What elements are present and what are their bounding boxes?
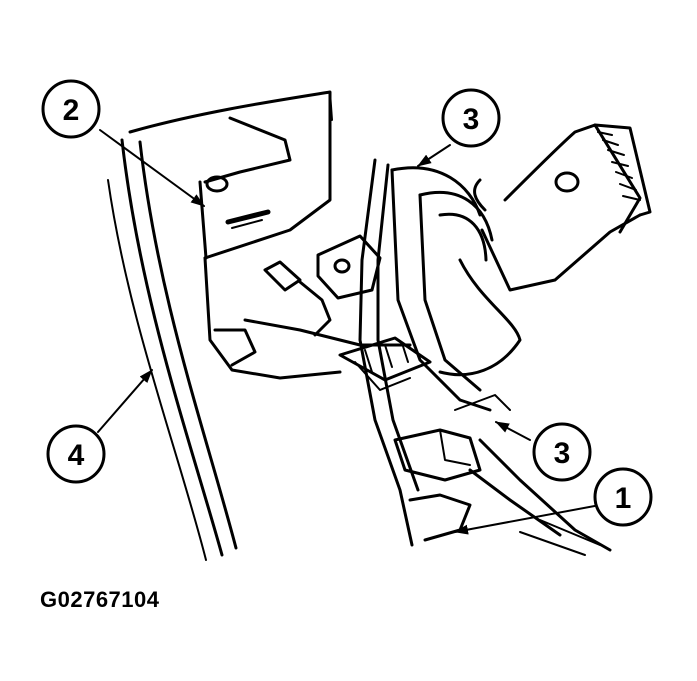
mounting-bracket	[243, 234, 432, 391]
callout-3-upper-label: 3	[463, 103, 480, 136]
leader-arrow-3-lower	[495, 421, 531, 441]
leader-arrow-3-upper	[417, 144, 451, 167]
callout-3-lower-label: 3	[554, 437, 571, 470]
callout-1: 1	[593, 467, 653, 527]
steering-column-shroud	[358, 158, 612, 556]
leader-arrow-4	[97, 369, 153, 433]
callout-3-upper: 3	[441, 88, 501, 148]
callout-1-label: 1	[615, 482, 632, 515]
leader-arrow-2	[99, 129, 205, 207]
leader-arrow-1	[454, 504, 601, 535]
callout-3-lower: 3	[532, 422, 592, 482]
callout-4: 4	[46, 424, 106, 484]
callout-2-label: 2	[63, 94, 80, 127]
upper-trim-cover	[128, 90, 342, 380]
callout-2: 2	[41, 79, 101, 139]
figure-id: G02767104	[40, 587, 160, 612]
pillar-trim-panel	[107, 138, 238, 561]
seat-belt-buckle-assembly	[390, 123, 652, 412]
leader-arrows	[97, 129, 601, 535]
callout-4-label: 4	[68, 439, 85, 472]
